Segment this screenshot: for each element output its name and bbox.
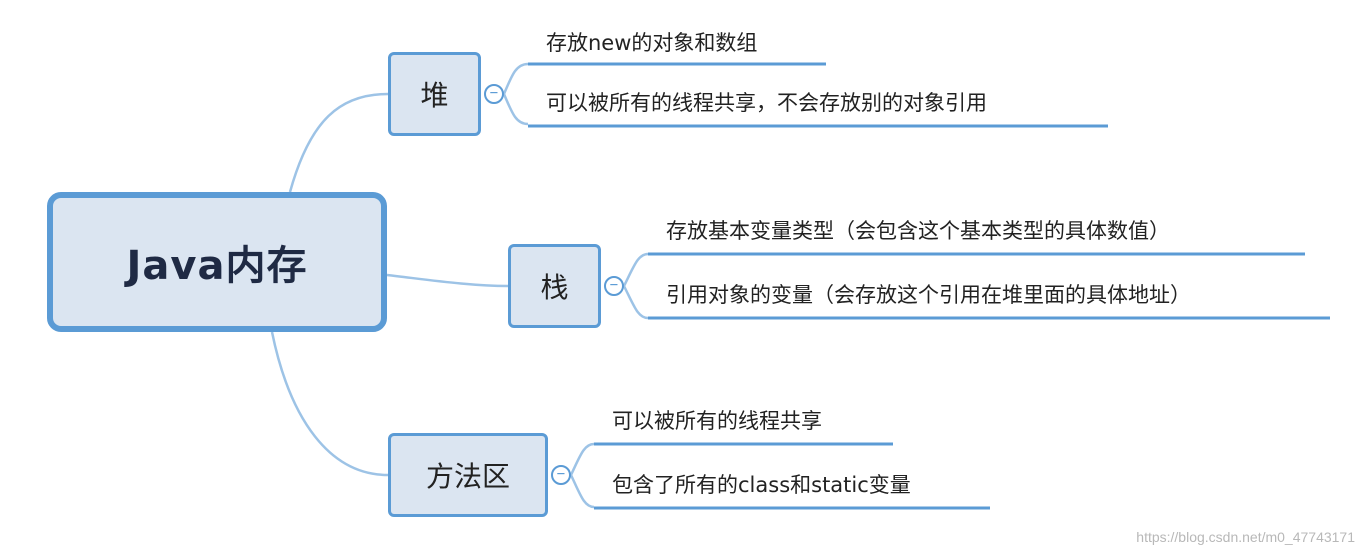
root-label: Java内存: [126, 243, 308, 289]
link-root-stack: [386, 273, 509, 288]
link-root-heap: [288, 92, 389, 193]
link-heap-leaf2: [502, 93, 529, 126]
leaf-stack-1: 存放基本变量类型（会包含这个基本类型的具体数值）: [666, 219, 1170, 243]
link-stack-leaf2: [622, 285, 649, 320]
link-heap-leaf1: [502, 62, 529, 95]
watermark-text: https://blog.csdn.net/m0_47743171: [1136, 529, 1355, 545]
leaf-method-1: 可以被所有的线程共享: [612, 409, 822, 433]
branch-label-stack: 栈: [540, 271, 569, 304]
collapse-icon[interactable]: −: [604, 276, 624, 296]
link-method-leaf2: [569, 474, 595, 509]
root-node[interactable]: Java内存: [47, 192, 387, 332]
leaf-heap-2: 可以被所有的线程共享，不会存放别的对象引用: [546, 91, 987, 115]
collapse-icon[interactable]: −: [484, 84, 504, 104]
branch-node-method-area[interactable]: 方法区: [388, 433, 548, 517]
link-method-leaf1: [569, 442, 595, 476]
branch-node-heap[interactable]: 堆: [388, 52, 481, 136]
branch-label-method-area: 方法区: [425, 460, 510, 493]
leaf-heap-1: 存放new的对象和数组: [546, 31, 758, 55]
link-stack-leaf1: [622, 252, 649, 287]
leaf-stack-2: 引用对象的变量（会存放这个引用在堆里面的具体地址）: [666, 283, 1191, 307]
branch-node-stack[interactable]: 栈: [508, 244, 601, 328]
branch-label-heap: 堆: [420, 79, 449, 112]
leaf-method-2: 包含了所有的class和static变量: [612, 473, 911, 497]
link-root-method: [270, 331, 389, 477]
collapse-icon[interactable]: −: [551, 465, 571, 485]
